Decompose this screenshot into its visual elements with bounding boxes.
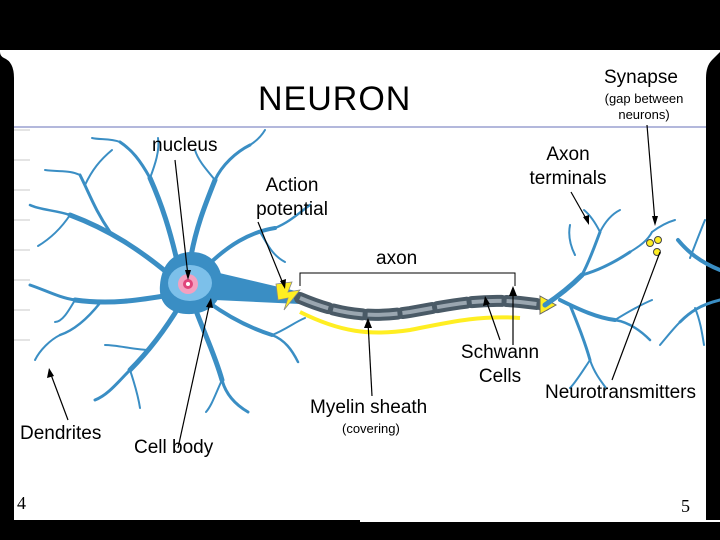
nucleolus-core: [186, 282, 190, 286]
left-page-border: [0, 520, 360, 524]
right-corner-block-2: [712, 473, 720, 483]
label-neurotransmitters: Neurotransmitters: [545, 382, 696, 403]
diagram-title: NEURON: [258, 80, 412, 118]
label-myelin-sheath: Myelin sheath: [310, 397, 428, 418]
axon-bracket: [299, 272, 516, 286]
right-corner-block: [712, 455, 720, 467]
label-schwann-cells: Schwann Cells: [460, 342, 540, 387]
adjacent-neuron-shape: [659, 219, 720, 346]
left-margin-ticks: [14, 129, 30, 341]
left-page-edge: [0, 52, 14, 520]
lightning-bolt-icon: [275, 281, 301, 311]
pointer-arrowheads: [47, 215, 658, 378]
page-number-left: 4: [17, 493, 26, 513]
label-dendrites: Dendrites: [20, 423, 102, 444]
axon-terminals-shape: [542, 209, 676, 389]
page-number-right: 5: [681, 496, 690, 516]
right-page-edge: [706, 52, 720, 520]
action-potential-path: [299, 310, 521, 335]
label-axon: axon: [376, 248, 418, 269]
neuron-dendrites: [28, 129, 312, 414]
label-myelin-note: (covering): [342, 421, 400, 436]
label-axon-terminals: Axon terminals: [529, 144, 607, 189]
bottom-band: [0, 522, 720, 540]
label-synapse-note: (gap between neurons): [604, 91, 684, 122]
myelin-highlight: [299, 296, 546, 317]
label-nucleus: nucleus: [152, 135, 218, 156]
label-cell-body: Cell body: [134, 437, 214, 458]
label-synapse: Synapse: [604, 67, 678, 88]
label-action-potential: Action potential: [256, 175, 328, 220]
top-band: [0, 0, 720, 50]
